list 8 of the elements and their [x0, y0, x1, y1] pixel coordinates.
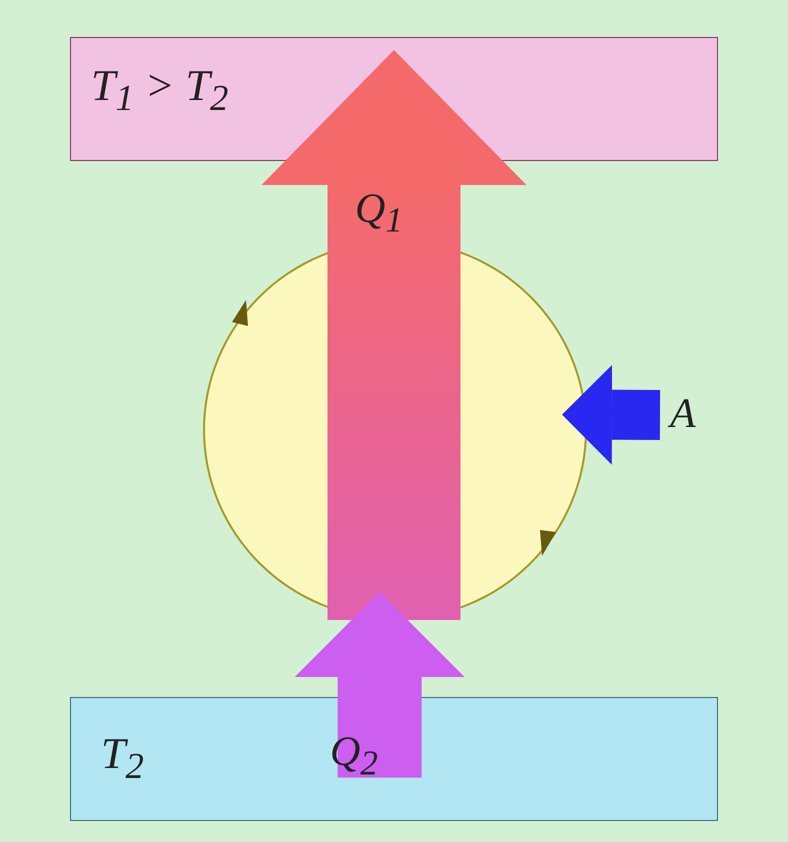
heat-flow-arrow: [262, 50, 526, 620]
cold-reservoir-bar: [70, 697, 718, 821]
temperature-label: T$_{1}$ > T$_{2}$: [91, 60, 228, 119]
heat-flow-arrow: [294, 592, 465, 778]
edge-label: A: [670, 390, 696, 438]
edge-label: Q$_{1}$: [355, 185, 403, 240]
temperature-label: T$_{2}$: [101, 728, 144, 787]
heat-flow-arrow: [562, 364, 660, 465]
